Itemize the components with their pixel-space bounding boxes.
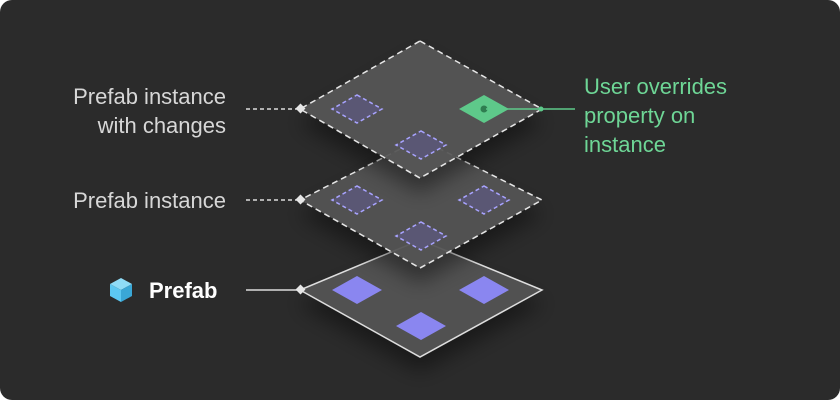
prefab-instance-changes-layer [298,40,544,179]
override-dot [480,105,488,113]
instance-item [394,130,448,160]
instance-item [457,185,511,215]
prefab-item [332,276,382,304]
instance-item [330,185,384,215]
prefab-item [396,312,446,340]
prefab-instance-layer [298,138,544,269]
prefab-item [459,276,509,304]
instance-item [394,221,448,251]
prefab-layer [298,239,544,358]
label-prefab-instance-changes: Prefab instance with changes [73,84,226,138]
label-prefab: Prefab [149,278,218,303]
instance-item [330,94,384,124]
label-prefab-instance: Prefab instance [73,188,226,213]
cube-icon [110,278,132,302]
label-user-overrides: User overrides property on instance [584,74,728,157]
